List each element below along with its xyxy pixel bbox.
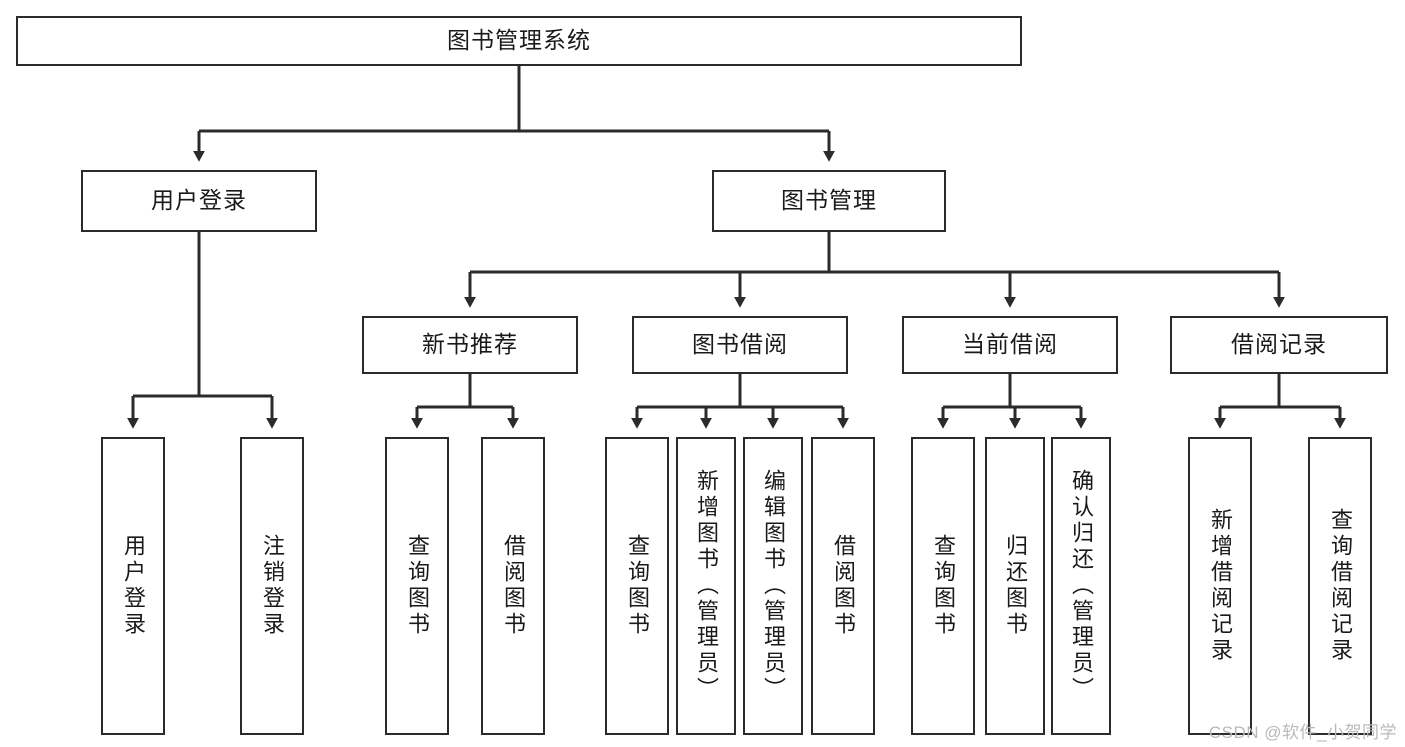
node-leaf-add-borrow-record[interactable]: 新增借阅记录 <box>1188 437 1252 735</box>
node-leaf-confirm-return-admin[interactable]: 确认归还（管理员） <box>1051 437 1111 735</box>
node-leaf-return-book-label: 归还图书 <box>1003 534 1028 638</box>
node-leaf-query-borrow-record[interactable]: 查询借阅记录 <box>1308 437 1372 735</box>
node-leaf-edit-book-admin[interactable]: 编辑图书（管理员） <box>743 437 803 735</box>
node-leaf-add-book-admin[interactable]: 新增图书（管理员） <box>676 437 736 735</box>
node-leaf-logout-login[interactable]: 注销登录 <box>240 437 304 735</box>
node-borrow-record-label: 借阅记录 <box>1231 331 1327 358</box>
node-book-borrow[interactable]: 图书借阅 <box>632 316 848 374</box>
node-leaf-borrow-book-2[interactable]: 借阅图书 <box>811 437 875 735</box>
node-leaf-add-borrow-record-label: 新增借阅记录 <box>1208 508 1233 664</box>
node-book-manage-label: 图书管理 <box>781 187 877 214</box>
node-leaf-query-book-3[interactable]: 查询图书 <box>911 437 975 735</box>
node-leaf-query-book-2-label: 查询图书 <box>625 534 650 638</box>
node-book-manage[interactable]: 图书管理 <box>712 170 946 232</box>
node-leaf-borrow-book-1[interactable]: 借阅图书 <box>481 437 545 735</box>
node-leaf-query-book-1[interactable]: 查询图书 <box>385 437 449 735</box>
node-root-label: 图书管理系统 <box>447 27 591 54</box>
node-leaf-edit-book-admin-label: 编辑图书（管理员） <box>761 469 786 703</box>
node-leaf-add-book-admin-label: 新增图书（管理员） <box>694 469 719 703</box>
node-leaf-borrow-book-1-label: 借阅图书 <box>501 534 526 638</box>
node-leaf-query-borrow-record-label: 查询借阅记录 <box>1328 508 1353 664</box>
node-leaf-query-book-1-label: 查询图书 <box>405 534 430 638</box>
node-borrow-record[interactable]: 借阅记录 <box>1170 316 1388 374</box>
node-book-borrow-label: 图书借阅 <box>692 331 788 358</box>
node-leaf-borrow-book-2-label: 借阅图书 <box>831 534 856 638</box>
node-leaf-return-book[interactable]: 归还图书 <box>985 437 1045 735</box>
node-user-login[interactable]: 用户登录 <box>81 170 317 232</box>
node-leaf-confirm-return-admin-label: 确认归还（管理员） <box>1069 469 1094 703</box>
node-leaf-query-book-2[interactable]: 查询图书 <box>605 437 669 735</box>
node-leaf-logout-login-label: 注销登录 <box>260 534 285 638</box>
node-current-borrow[interactable]: 当前借阅 <box>902 316 1118 374</box>
node-current-borrow-label: 当前借阅 <box>962 331 1058 358</box>
node-user-login-label: 用户登录 <box>151 187 247 214</box>
node-new-book-recommend[interactable]: 新书推荐 <box>362 316 578 374</box>
node-leaf-user-login-label: 用户登录 <box>121 534 146 638</box>
watermark-text: CSDN @软件_小贺同学 <box>1208 723 1397 742</box>
node-root[interactable]: 图书管理系统 <box>16 16 1022 66</box>
node-leaf-user-login[interactable]: 用户登录 <box>101 437 165 735</box>
node-new-book-recommend-label: 新书推荐 <box>422 331 518 358</box>
node-leaf-query-book-3-label: 查询图书 <box>931 534 956 638</box>
